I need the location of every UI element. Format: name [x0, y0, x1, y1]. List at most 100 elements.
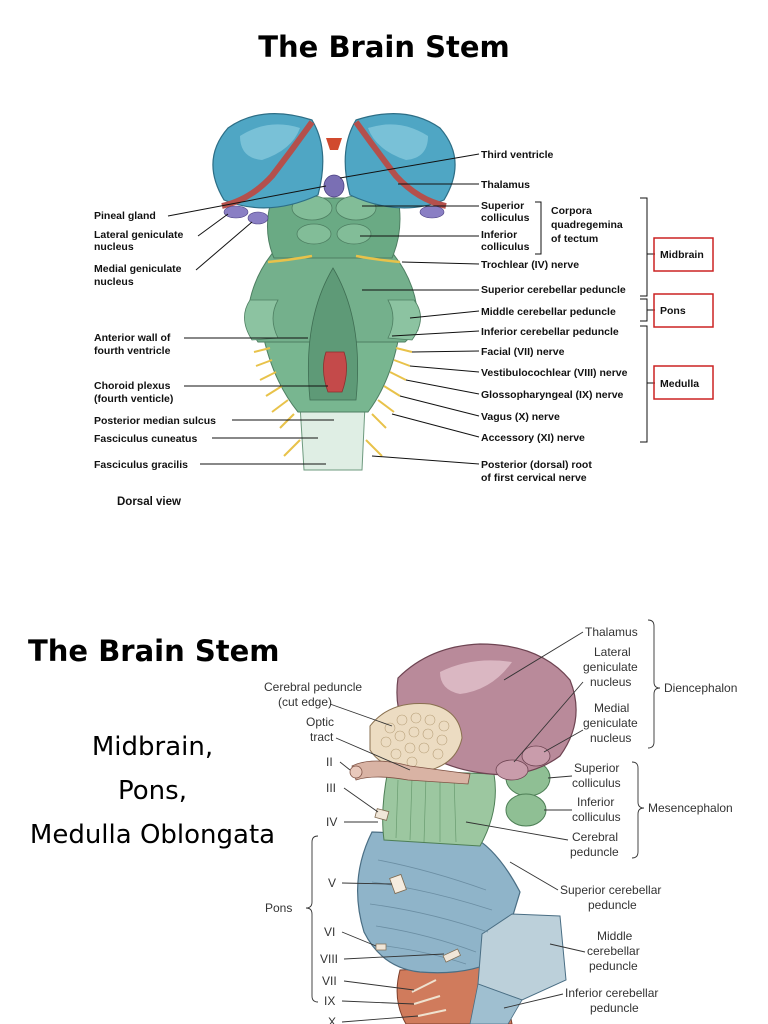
label-inferior-cerebellar-line1: Inferior cerebellar: [565, 986, 658, 1000]
brainstem-dorsal-diagram: Pineal gland Lateral geniculate nucleus …: [94, 113, 714, 508]
list-item-medulla-oblongata: Medulla Oblongata: [29, 820, 276, 850]
midbrain-shape: [267, 197, 401, 259]
label-pons: Pons: [265, 901, 292, 915]
label-lateral-geniculate-line1: Lateral: [594, 645, 631, 659]
optic-tract-shape: [351, 760, 471, 785]
label-thalamus: Thalamus: [481, 179, 530, 191]
abducens-nerve-stump: [375, 943, 387, 951]
inferior-colliculus-right: [336, 223, 372, 245]
label-superior-cerebellar-line1: Superior cerebellar: [560, 883, 661, 897]
brainstem-parts-list: Midbrain, Pons, Medulla Oblongata: [10, 725, 295, 857]
label-nerve-iv: IV: [326, 815, 337, 829]
brainstem-lateral-illustration: [349, 643, 577, 1024]
label-anterior-wall-line2: fourth ventricle: [94, 345, 171, 357]
label-medulla-region: Medulla: [660, 378, 699, 390]
thalamus-highlight-left: [240, 124, 300, 160]
label-nerve-ix: IX: [324, 994, 335, 1008]
label-superior-colliculus-line1: Superior: [481, 200, 524, 212]
label-superior-cerebellar-line2: peduncle: [588, 898, 637, 912]
label-medial-geniculate-line3: nucleus: [590, 731, 631, 745]
label-inferior-colliculus-line1: Inferior: [481, 229, 517, 241]
middle-cerebellar-peduncle-left: [244, 299, 279, 341]
caption-dorsal-view: Dorsal view: [117, 496, 181, 508]
optic-nerve-stump: [349, 765, 363, 779]
label-midbrain-region: Midbrain: [660, 249, 704, 261]
label-superior-cerebellar-peduncle: Superior cerebellar peduncle: [481, 284, 626, 296]
label-thalamus: Thalamus: [585, 625, 638, 639]
label-posterior-root-line2: of first cervical nerve: [481, 472, 587, 484]
label-pineal-gland: Pineal gland: [94, 210, 156, 222]
facial-vestibular-stump: [442, 948, 461, 963]
label-inferior-colliculus-line1: Inferior: [577, 795, 614, 809]
label-optic-tract-line1: Optic: [306, 715, 334, 729]
label-facial-nerve: Facial (VII) nerve: [481, 346, 565, 358]
label-nerve-vi: VI: [324, 925, 335, 939]
label-vestibulocochlear-nerve: Vestibulocochlear (VIII) nerve: [481, 367, 628, 379]
label-middle-cerebellar-line2: cerebellar: [587, 944, 640, 958]
label-nerve-x: X: [328, 1015, 336, 1024]
label-inferior-cerebellar-peduncle: Inferior cerebellar peduncle: [481, 326, 619, 338]
label-trochlear-nerve: Trochlear (IV) nerve: [481, 259, 579, 271]
label-cerebral-peduncle-cut-line2: (cut edge): [278, 695, 332, 709]
label-cerebral-peduncle-cut-line1: Cerebral peduncle: [264, 680, 362, 694]
label-posterior-root-line1: Posterior (dorsal) root: [481, 459, 592, 471]
label-medial-geniculate-line2: geniculate: [583, 716, 638, 730]
cerebral-peduncle-shape: [382, 769, 496, 847]
lateral-geniculate-shape: [495, 759, 529, 781]
trigeminal-nerve-stump: [389, 873, 407, 895]
label-cerebral-peduncle-line2: peduncle: [570, 845, 619, 859]
medial-geniculate-shape: [521, 745, 551, 767]
label-corpora-line2: quadregemina: [551, 219, 623, 231]
pons-box: [653, 293, 714, 328]
peduncle-fibers: [395, 775, 457, 843]
label-choroid-plexus-line2: (fourth venticle): [94, 393, 173, 405]
middle-cerebellar-peduncle-right: [387, 299, 421, 341]
list-item-pons: Pons,: [118, 776, 187, 806]
label-nerve-viii: VIII: [320, 952, 338, 966]
label-medial-geniculate-line2: nucleus: [94, 276, 134, 288]
pons-lateral-shape: [357, 831, 521, 974]
brainstem-lateral-diagram: Cerebral peduncle (cut edge) Optic tract…: [264, 619, 737, 1024]
label-superior-colliculus-line2: colliculus: [572, 776, 621, 790]
midbrain-box: [653, 237, 714, 272]
inferior-colliculus-shape: [505, 793, 547, 827]
label-nerve-vii: VII: [322, 974, 337, 988]
label-mesencephalon: Mesencephalon: [648, 801, 733, 815]
lower-nerve-rootlets: [411, 979, 447, 1017]
thalamus-highlight-right: [368, 124, 428, 160]
label-lateral-geniculate-line2: nucleus: [94, 241, 134, 253]
label-optic-tract-line2: tract: [310, 730, 334, 744]
list-item-midbrain: Midbrain,: [91, 732, 214, 762]
label-inferior-cerebellar-line2: peduncle: [590, 1001, 639, 1015]
label-nerve-iii: III: [326, 781, 336, 795]
label-lateral-geniculate-line2: geniculate: [583, 660, 638, 674]
slide-1-title: The Brain Stem: [258, 30, 510, 64]
trochlear-nerve-left: [267, 254, 313, 264]
label-glossopharyngeal-nerve: Glossopharyngeal (IX) nerve: [481, 389, 624, 401]
label-corpora-line3: of tectum: [551, 233, 598, 245]
label-vagus-nerve: Vagus (X) nerve: [481, 411, 560, 423]
label-superior-colliculus-line2: colliculus: [481, 212, 530, 224]
label-nerve-v: V: [328, 876, 336, 890]
label-posterior-median-sulcus: Posterior median sulcus: [94, 415, 216, 427]
cut-edge-texture: [380, 712, 450, 768]
slide-2: The Brain Stem Midbrain, Pons, Medulla O…: [0, 560, 768, 1024]
oculomotor-nerve-stump: [374, 808, 390, 821]
label-choroid-plexus-line1: Choroid plexus: [94, 380, 171, 392]
label-inferior-colliculus-line2: colliculus: [572, 810, 621, 824]
medial-geniculate-shape: [247, 211, 269, 225]
label-middle-cerebellar-peduncle: Middle cerebellar peduncle: [481, 306, 616, 318]
thalamus-highlight: [440, 660, 512, 694]
label-lateral-geniculate-line1: Lateral geniculate: [94, 229, 183, 241]
choroid-plexus-shape: [323, 351, 347, 393]
label-superior-colliculus-line1: Superior: [574, 761, 619, 775]
label-cerebral-peduncle-line1: Cerebral: [572, 830, 618, 844]
trochlear-nerve-right: [355, 254, 401, 264]
label-inferior-colliculus-line2: colliculus: [481, 241, 530, 253]
inferior-cerebellar-peduncle-shape: [469, 983, 523, 1024]
label-pons-region: Pons: [660, 305, 686, 317]
label-medial-geniculate-line1: Medial: [594, 701, 629, 715]
stria-left: [221, 120, 315, 209]
label-nerve-ii: II: [326, 755, 333, 769]
stria-right: [353, 120, 447, 209]
